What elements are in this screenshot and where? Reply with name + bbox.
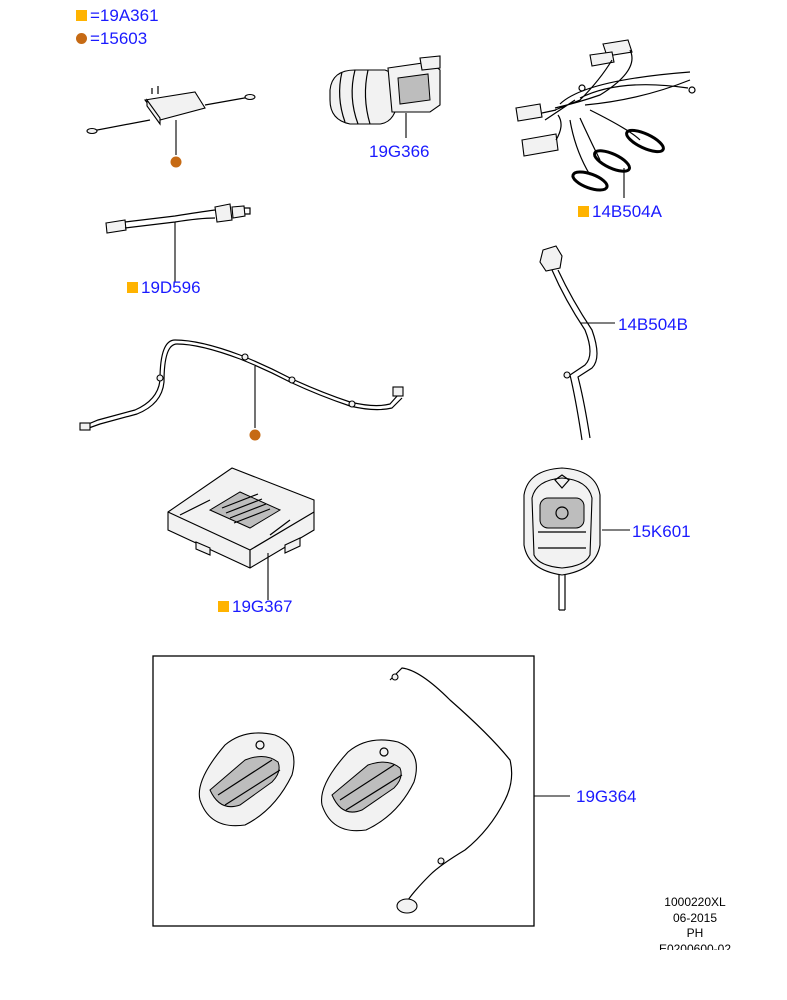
- part-19G367-module: [167, 467, 315, 600]
- part-19G366-sensor: [329, 55, 441, 138]
- square-marker-icon: [218, 601, 229, 612]
- square-marker-icon: [127, 282, 138, 293]
- label-15K601: 15K601: [632, 522, 691, 541]
- label-19G367-entry: 19G367: [218, 598, 293, 615]
- part-15K601-key-fob: [523, 467, 630, 611]
- square-marker-icon: [76, 10, 87, 21]
- legend-circle-entry: =15603: [76, 30, 147, 47]
- label-19G366: 19G366: [369, 142, 430, 161]
- kit-19G364-box: [152, 655, 570, 927]
- square-marker-icon: [578, 206, 589, 217]
- reference-line-3: PH: [686, 926, 704, 941]
- legend-square-code: =19A361: [90, 6, 159, 25]
- reference-line-1: 1000220XL: [664, 895, 726, 909]
- part-14B504A-harness: [515, 39, 696, 198]
- label-14B504A-entry: 14B504A: [578, 203, 662, 220]
- label-19D596-entry: 19D596: [127, 279, 201, 296]
- part-19D596-cable: [105, 203, 251, 282]
- label-14B504B: 14B504B: [618, 315, 688, 334]
- label-14B504A: 14B504A: [592, 202, 662, 221]
- reference-line-2: 06-2015: [672, 910, 718, 925]
- label-19D596: 19D596: [141, 278, 201, 297]
- long-cable-part: [79, 339, 404, 441]
- reference-line-4-clipped: E0200600-02: [650, 942, 740, 950]
- legend-circle-code: =15603: [90, 29, 148, 48]
- label-19G367: 19G367: [232, 597, 293, 616]
- reference-block: 1000220XL 06-2015 PH E0200600-02: [650, 895, 740, 950]
- antenna-module-part: [86, 86, 256, 168]
- legend-square-entry: =19A361: [76, 7, 159, 24]
- circle-marker-icon: [76, 33, 87, 44]
- part-14B504B-strap: [539, 245, 615, 441]
- reference-line-4: E0200600-02: [658, 941, 732, 950]
- label-19G364: 19G364: [576, 787, 637, 806]
